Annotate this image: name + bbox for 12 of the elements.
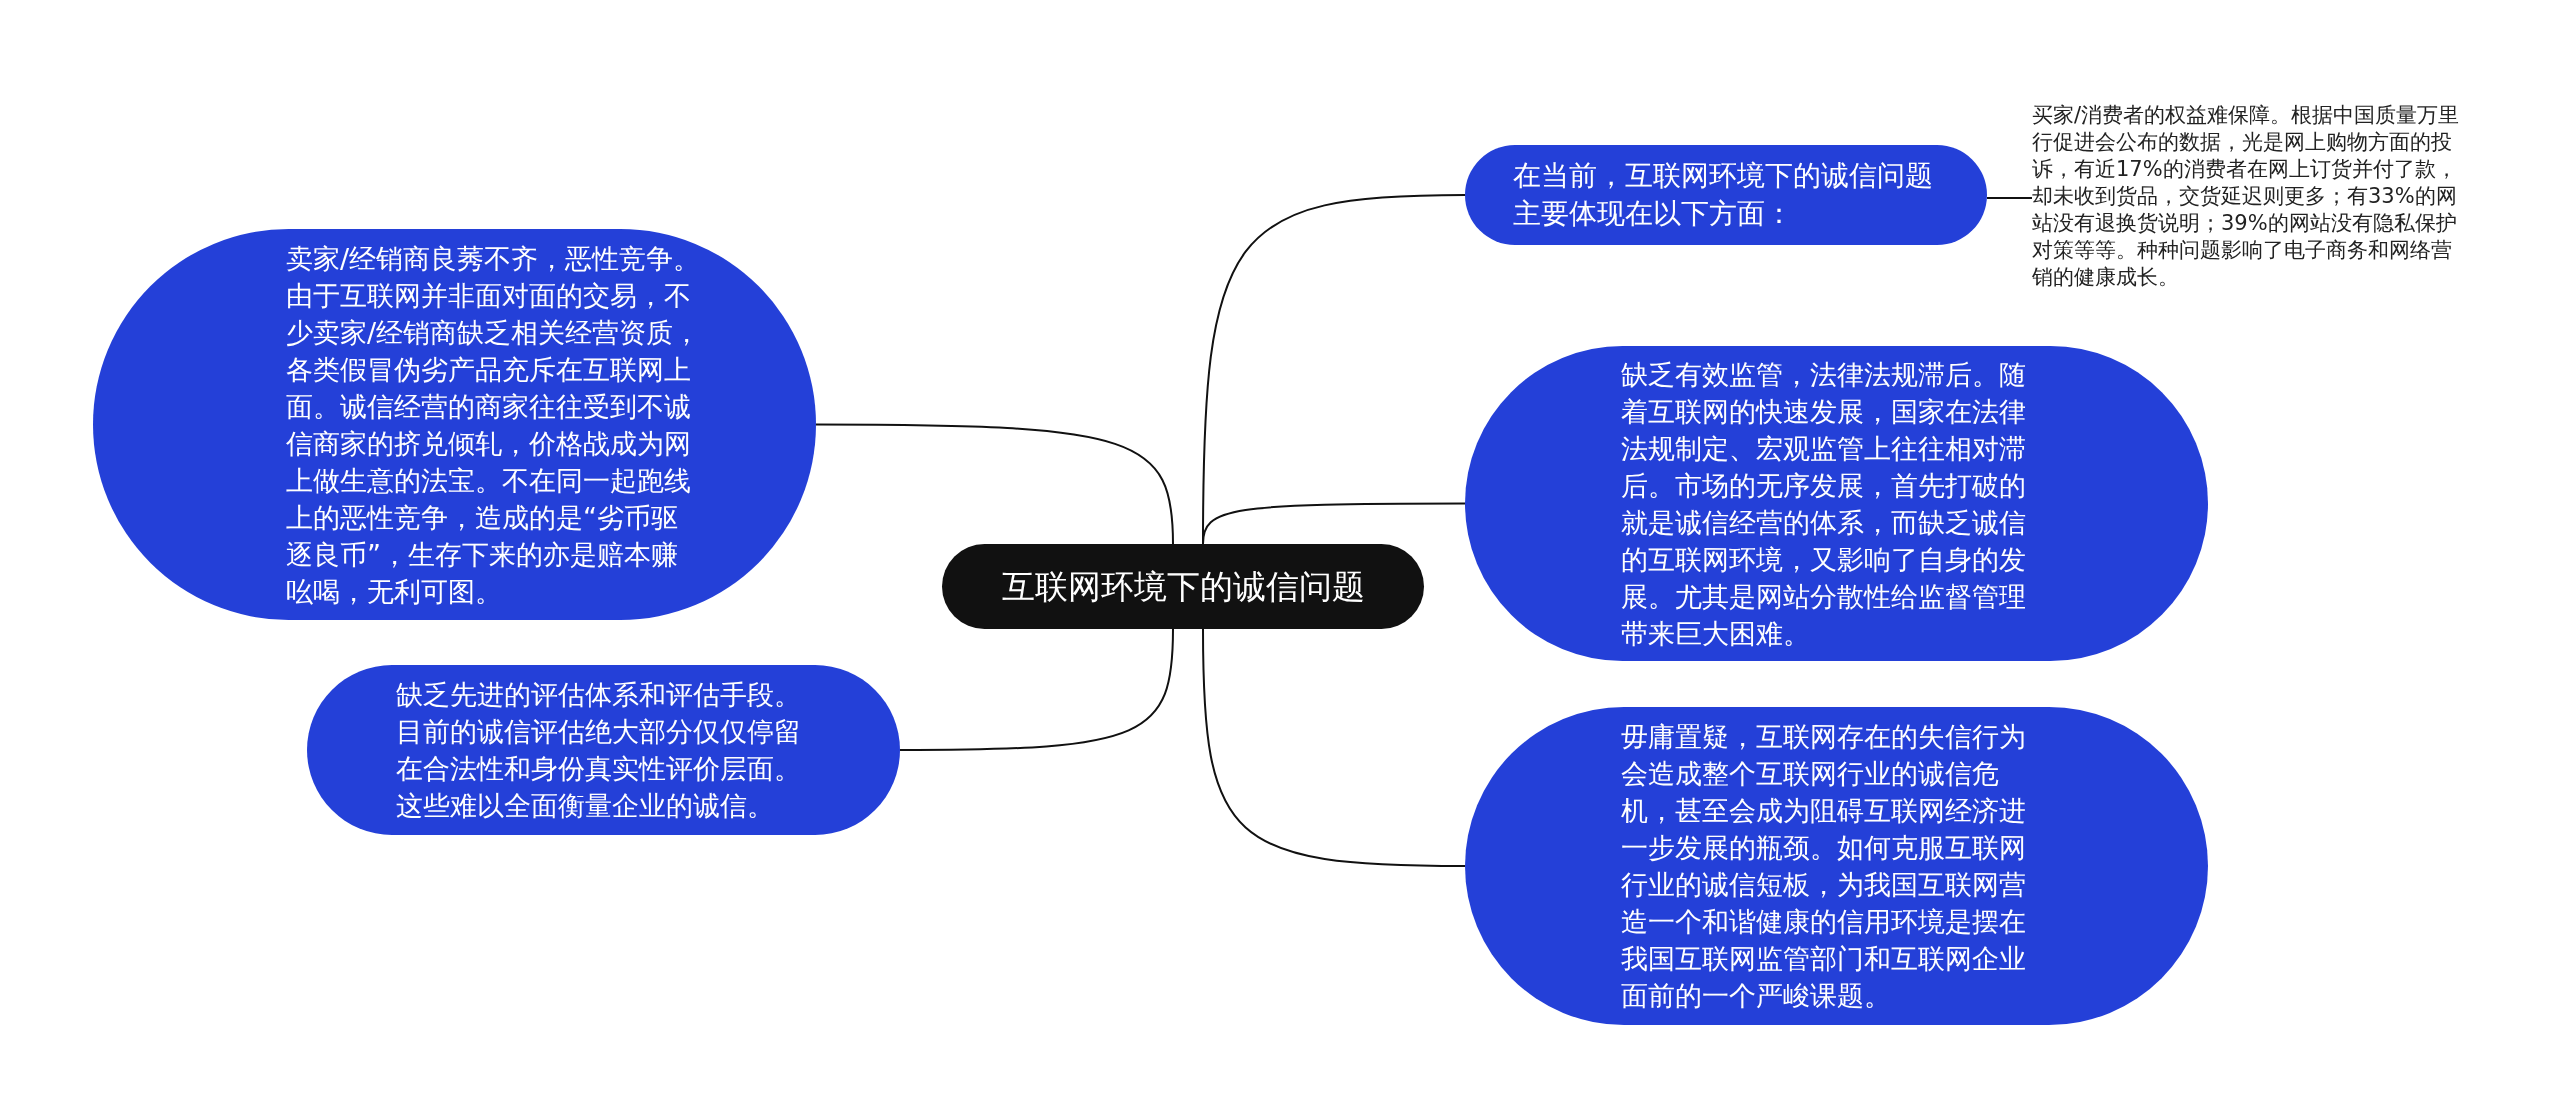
subtopic-bubble: 缺乏先进的评估体系和评估手段。目前的诚信评估绝大部分仅仅停留在合法性和身份真实性评价层面。这些难以全面衡量企业的诚信。: [307, 665, 900, 835]
connector-line: [1202, 628, 1466, 867]
topic-bubble: 互联网环境下的诚信问题: [942, 544, 1424, 629]
connector-line: [1202, 502, 1466, 545]
subtopic-bubble: 缺乏有效监管，法律法规滞后。随着互联网的快速发展，国家在法律法规制定、宏观监管上往往相对滞后。市场的无序发展，首先打破的就是诚信经营的体系，而缺乏诚信的互联网环境，又影响了自身的发展。尤其是网站分散性给监督管理带来巨大困难。: [1465, 346, 2208, 661]
note-text: 买家/消费者的权益难保障。根据中国质量万里行促进会公布的数据，光是网上购物方面的投诉，有近17%的消费者在网上订货并付了款，却未收到货品，交货延迟则更多；有33%的网站没有退换货说明；39%的网站没有隐私保护对策等等。种种问题影响了电子商务和网络营销的健康成长。: [2032, 102, 2472, 294]
subtopic-bubble: 卖家/经销商良莠不齐，恶性竞争。由于互联网并非面对面的交易，不少卖家/经销商缺乏相关经营资质，各类假冒伪劣产品充斥在互联网上面。诚信经营的商家往往受到不诚信商家的挤兑倾轧，价格战成为网上做生意的法宝。不在同一起跑线上的恶性竞争，造成的是“劣币驱逐良币”，生存下来的亦是赔本赚吆喝，无利可图。: [93, 229, 816, 620]
connector-line: [1986, 197, 2033, 199]
connector-line: [815, 423, 1174, 545]
subtopic-bubble: 在当前，互联网环境下的诚信问题主要体现在以下方面：: [1465, 145, 1987, 245]
connector-line: [899, 628, 1174, 751]
subtopic-bubble: 毋庸置疑，互联网存在的失信行为会造成整个互联网行业的诚信危机，甚至会成为阻碍互联网经济进一步发展的瓶颈。如何克服互联网行业的诚信短板，为我国互联网营造一个和谐健康的信用环境是摆在我国互联网监管部门和互联网企业面前的一个严峻课题。: [1465, 707, 2208, 1025]
